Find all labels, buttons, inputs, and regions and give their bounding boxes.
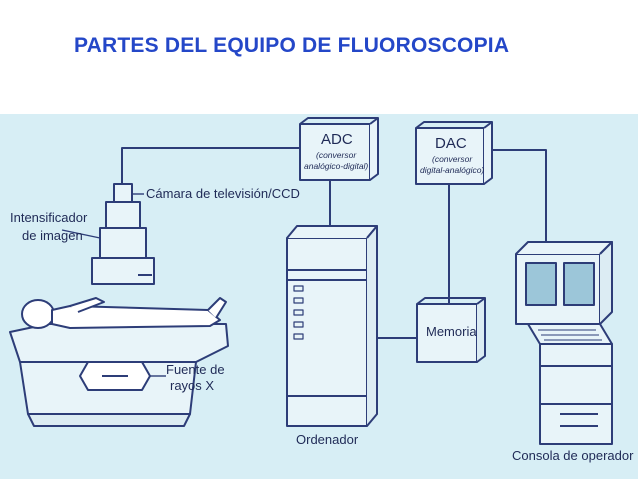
adc-box	[299, 117, 379, 181]
console-screen-right	[563, 262, 595, 306]
console-keyboard	[538, 329, 602, 341]
dac-sub-label-2: digital-analógico)	[420, 165, 484, 175]
camera-to-adc-line	[121, 147, 300, 184]
console-screen-left	[525, 262, 557, 306]
camera-label: Cámara de televisión/CCD	[146, 186, 300, 201]
computer-tower	[286, 225, 378, 427]
dac-sub-label-1: (conversor	[432, 154, 473, 164]
intensifier-label-line-2: de imagen	[22, 228, 83, 243]
computer-buttons	[293, 285, 304, 340]
dac-to-console-line	[484, 149, 547, 242]
adc-sub-label-1: (conversor	[316, 150, 357, 160]
page-title: PARTES DEL EQUIPO DE FLUOROSCOPIA	[74, 34, 510, 57]
xray-label-line-2: rayos X	[170, 378, 214, 393]
image-intensifier	[91, 227, 155, 285]
dac-box	[415, 121, 493, 185]
label-leaders	[61, 193, 166, 377]
console-label: Consola de operador	[512, 448, 634, 463]
memory-box	[416, 297, 486, 363]
computer-label: Ordenador	[296, 432, 359, 447]
adc-label: ADC	[321, 131, 353, 148]
adc-sub-label-2: analógico-digital)	[304, 161, 368, 171]
intensifier-leader	[61, 229, 101, 239]
dac-label: DAC	[435, 135, 467, 152]
xray-tube	[79, 361, 151, 391]
intensifier-label-line-1: Intensificador	[10, 210, 88, 225]
fluoroscopy-diagram: ADC (conversor analógico-digital) DAC (c…	[0, 114, 638, 479]
memory-label: Memoria	[426, 324, 477, 339]
patient-figure	[21, 297, 227, 329]
xray-label-line-1: Fuente de	[166, 362, 225, 377]
connection-lines	[121, 147, 547, 339]
